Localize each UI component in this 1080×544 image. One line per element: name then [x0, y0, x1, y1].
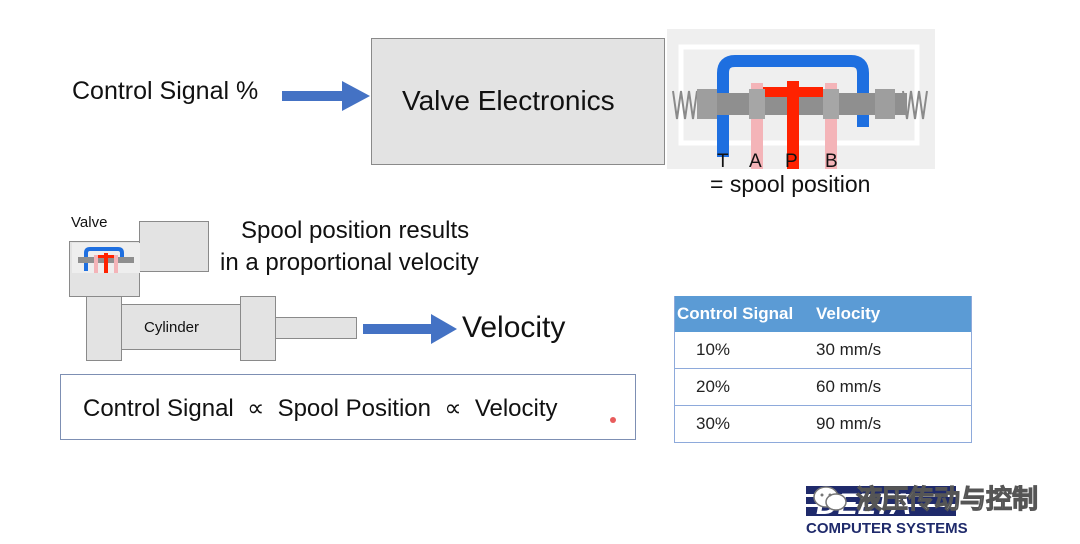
formula-text: Control Signal ∝ Spool Position ∝ Veloci… — [83, 395, 558, 422]
table-cell: 60 mm/s — [816, 368, 972, 406]
spool-result-line2: in a proportional velocity — [220, 249, 479, 276]
arrow-right-icon — [282, 81, 370, 111]
velocity-label: Velocity — [462, 311, 566, 344]
table-row: 10% 30 mm/s — [674, 332, 972, 369]
port-label-b: B — [825, 151, 838, 169]
cylinder-end-cap — [86, 296, 122, 361]
spring-left-icon — [672, 90, 698, 120]
velocity-table: Control Signal Velocity 10% 30 mm/s 20% … — [674, 296, 972, 443]
cylinder-barrel: Cylinder — [121, 304, 241, 350]
spring-right-icon — [902, 90, 928, 120]
spool-position-label: = spool position — [710, 171, 871, 197]
table-row: 20% 60 mm/s — [674, 368, 972, 406]
table-header-velocity: Velocity — [816, 296, 972, 332]
control-signal-label: Control Signal % — [72, 77, 259, 105]
port-label-a: A — [749, 151, 762, 169]
cylinder-piston — [240, 296, 276, 361]
wechat-icon — [813, 486, 847, 511]
table-cell: 30 mm/s — [816, 332, 972, 369]
port-label-t: T — [717, 151, 729, 169]
port-label-p: P — [785, 151, 798, 169]
mini-spool-valve-icon — [72, 243, 140, 273]
valve-electronics-label: Valve Electronics — [402, 85, 615, 116]
logo-subtitle: COMPUTER SYSTEMS — [806, 520, 968, 537]
table-cell: 10% — [674, 332, 816, 369]
table-cell: 30% — [674, 405, 816, 443]
valve-actuator-block — [139, 221, 209, 272]
arrow-right-icon — [363, 314, 457, 344]
cylinder-label: Cylinder — [144, 319, 200, 336]
formula-box: Control Signal ∝ Spool Position ∝ Veloci… — [60, 374, 636, 440]
spool-result-line1: Spool position results — [241, 217, 470, 244]
table-cell: 90 mm/s — [816, 405, 972, 443]
table-cell: 20% — [674, 368, 816, 406]
cylinder-rod — [275, 317, 357, 339]
table-header-row: Control Signal Velocity — [674, 296, 972, 332]
spool-valve-diagram: T A P B — [667, 29, 935, 169]
table-header-control-signal: Control Signal — [674, 296, 816, 332]
cursor-dot — [610, 417, 616, 423]
table-row: 30% 90 mm/s — [674, 405, 972, 443]
valve-label: Valve — [71, 214, 108, 231]
watermark-text: 液压传动与控制 — [855, 484, 1039, 515]
valve-electronics-box: Valve Electronics — [371, 38, 665, 165]
